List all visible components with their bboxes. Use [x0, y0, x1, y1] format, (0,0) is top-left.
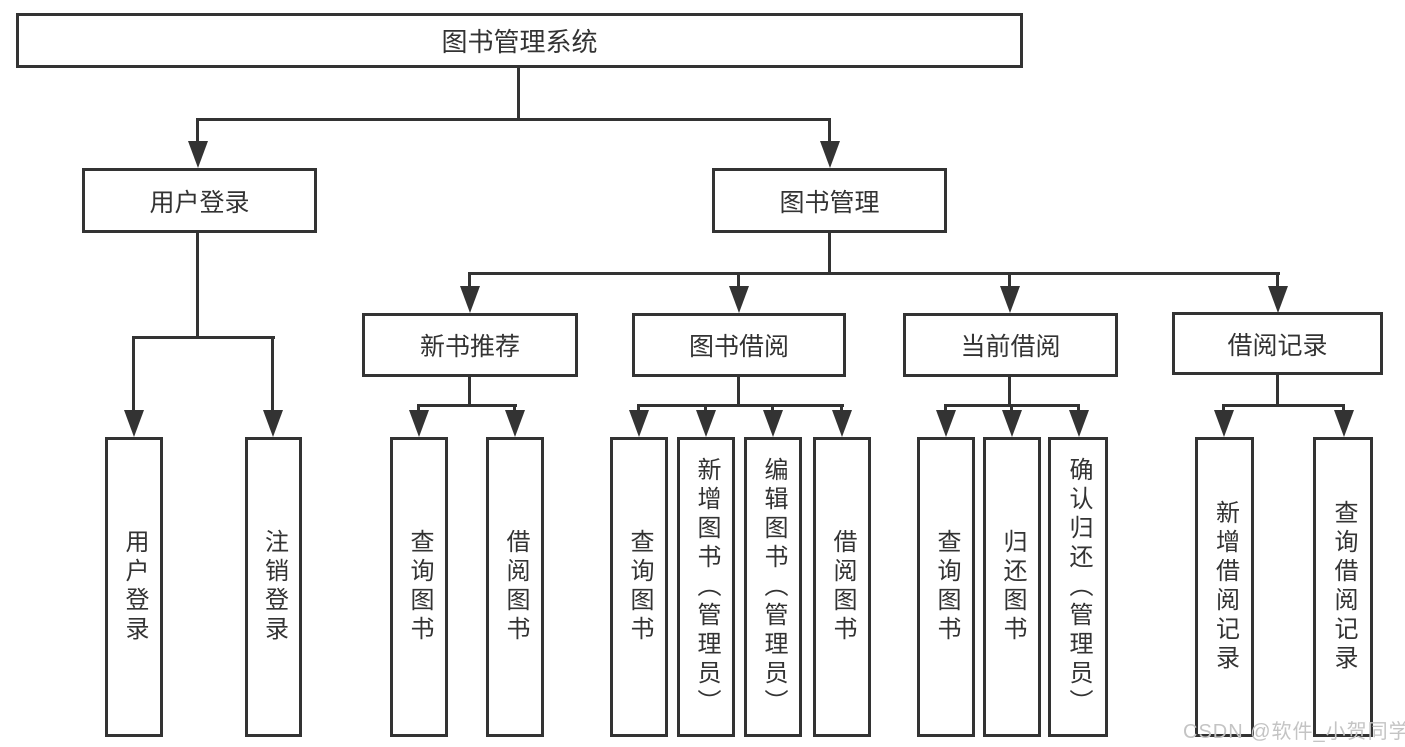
connector-line	[196, 118, 831, 121]
connector-line	[1276, 375, 1279, 406]
connector-line	[1222, 404, 1225, 414]
connector-line	[637, 404, 844, 407]
leaf-label: 归还图书	[999, 529, 1026, 645]
connector-line	[1008, 377, 1011, 406]
connector-line	[468, 377, 471, 406]
leaf-add-book-admin: 新增图书（管理员）	[677, 437, 735, 737]
leaf-label: 确认归还（管理员）	[1065, 456, 1092, 718]
connector-line	[417, 404, 517, 407]
leaf-label: 用户登录	[121, 529, 148, 645]
connector-line	[271, 336, 274, 412]
connector-line	[637, 404, 640, 414]
connector-line	[737, 377, 740, 406]
leaf-label: 借阅图书	[829, 529, 856, 645]
leaf-label: 新增图书（管理员）	[693, 456, 720, 718]
leaf-query-books-newbook: 查询图书	[390, 437, 448, 737]
leaf-label: 查询图书	[406, 529, 433, 645]
leaf-label: 注销登录	[260, 529, 288, 645]
leaf-return-book: 归还图书	[983, 437, 1041, 737]
connector-line	[196, 118, 199, 148]
leaf-query-books-current: 查询图书	[917, 437, 975, 737]
node-user-login: 用户登录	[82, 168, 317, 233]
arrow-down-icon	[820, 141, 840, 168]
leaf-logout: 注销登录	[245, 437, 302, 737]
leaf-label: 新增借阅记录	[1211, 500, 1239, 674]
connector-line	[1010, 404, 1013, 414]
arrow-down-icon	[936, 410, 956, 437]
arrow-down-icon	[409, 410, 429, 437]
arrow-down-icon	[832, 410, 852, 437]
leaf-query-books-borrowing: 查询图书	[610, 437, 668, 737]
connector-line	[417, 404, 420, 414]
leaf-label: 借阅图书	[502, 529, 529, 645]
arrow-down-icon	[1268, 286, 1288, 313]
connector-line	[944, 404, 947, 414]
leaf-query-borrow-record: 查询借阅记录	[1313, 437, 1373, 737]
arrow-down-icon	[1069, 410, 1089, 437]
arrow-down-icon	[696, 410, 716, 437]
leaf-borrow-book-newbook: 借阅图书	[486, 437, 544, 737]
connector-line	[828, 233, 831, 274]
connector-line	[737, 272, 740, 290]
arrow-down-icon	[1000, 286, 1020, 313]
connector-line	[196, 233, 199, 339]
node-borrowing-records: 借阅记录	[1172, 312, 1383, 375]
csdn-watermark: CSDN @软件_小贺同学	[1183, 721, 1405, 743]
connector-line	[1008, 272, 1011, 290]
leaf-label: 编辑图书（管理员）	[760, 456, 787, 718]
arrow-down-icon	[460, 286, 480, 313]
arrow-down-icon	[629, 410, 649, 437]
connector-line	[704, 404, 707, 414]
node-book-management: 图书管理	[712, 168, 947, 233]
arrow-down-icon	[124, 410, 144, 437]
arrow-down-icon	[188, 141, 208, 168]
connector-line	[1276, 272, 1279, 290]
connector-line	[132, 336, 135, 412]
connector-line	[828, 118, 831, 148]
leaf-label: 查询图书	[626, 529, 653, 645]
arrow-down-icon	[505, 410, 525, 437]
connector-line	[468, 272, 471, 290]
connector-line	[1077, 404, 1080, 414]
connector-line	[468, 272, 1280, 275]
connector-line	[1222, 404, 1345, 407]
node-current-borrowing: 当前借阅	[903, 313, 1118, 377]
arrow-down-icon	[1214, 410, 1234, 437]
arrow-down-icon	[729, 286, 749, 313]
connector-line	[771, 404, 774, 414]
connector-line	[513, 404, 516, 414]
arrow-down-icon	[1334, 410, 1354, 437]
leaf-confirm-return-admin: 确认归还（管理员）	[1048, 437, 1108, 737]
node-system-root: 图书管理系统	[16, 13, 1023, 68]
node-book-borrowing: 图书借阅	[632, 313, 846, 377]
connector-line	[840, 404, 843, 414]
connector-line	[517, 68, 520, 120]
leaf-label: 查询图书	[933, 529, 960, 645]
leaf-edit-book-admin: 编辑图书（管理员）	[744, 437, 802, 737]
node-new-book-recommend: 新书推荐	[362, 313, 578, 377]
leaf-borrow-book-borrowing: 借阅图书	[813, 437, 871, 737]
connector-line	[132, 336, 275, 339]
leaf-label: 查询借阅记录	[1330, 500, 1357, 674]
connector-line	[1342, 404, 1345, 414]
leaf-user-login: 用户登录	[105, 437, 163, 737]
leaf-add-borrow-record: 新增借阅记录	[1195, 437, 1254, 737]
arrow-down-icon	[763, 410, 783, 437]
arrow-down-icon	[263, 410, 283, 437]
arrow-down-icon	[1002, 410, 1022, 437]
